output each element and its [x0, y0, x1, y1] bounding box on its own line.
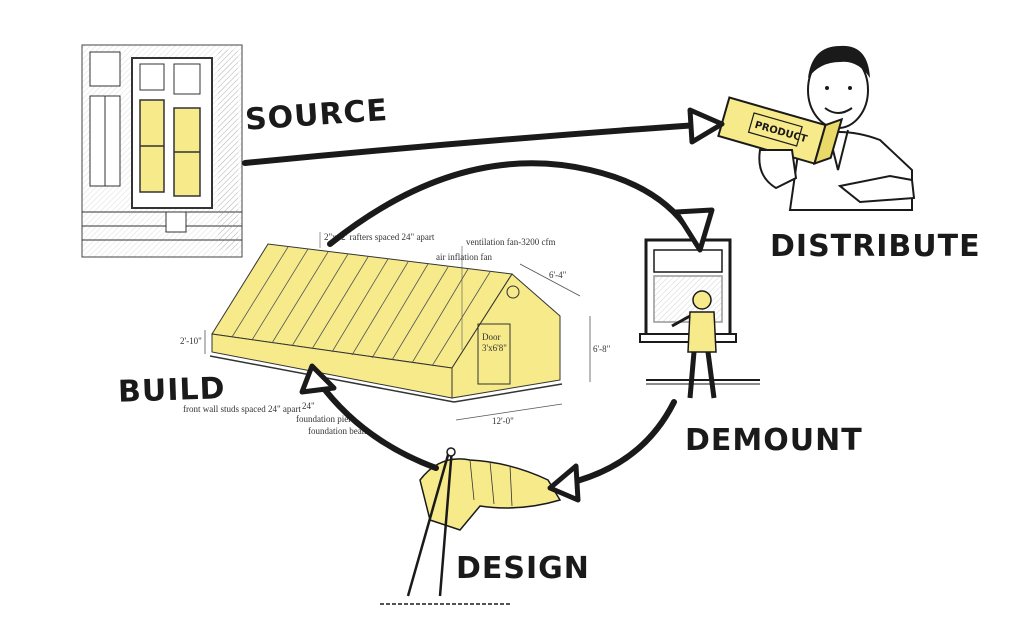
building-facade-illustration	[81, 44, 243, 258]
annotation-door-size: 3'x6'8"	[482, 343, 507, 353]
label-design: DESIGN	[456, 551, 590, 586]
annotation-dim-spacing: 24"	[302, 401, 315, 411]
arrowhead-distribute	[687, 107, 725, 145]
annotation-dim-width: 12'-0"	[492, 416, 514, 426]
annotation-foundation-pier: foundation pier	[296, 414, 351, 424]
annotation-inflation: air inflation fan	[436, 252, 492, 262]
annotation-studs: front wall studs spaced 24" apart	[183, 404, 301, 414]
arrow-loop-to-demount	[327, 160, 693, 247]
label-build: BUILD	[117, 371, 226, 410]
label-source: SOURCE	[244, 93, 389, 138]
arrowhead-design	[547, 463, 581, 503]
label-distribute: DISTRIBUTE	[770, 229, 981, 264]
salesman-illustration: PRODUCT	[717, 45, 916, 211]
cycle-arrows	[242, 107, 725, 503]
arrowhead-demount	[673, 207, 715, 253]
annotation-dim-height-right: 6'-8"	[593, 344, 611, 354]
annotation-foundation-beam: foundation beam	[308, 426, 369, 436]
arrowhead-build	[299, 363, 337, 395]
annotation-rafters: 2"x12' rafters spaced 24" apart	[324, 232, 435, 242]
boy-at-window-illustration	[639, 238, 760, 399]
hand-with-compass-illustration	[380, 447, 562, 605]
arrow-source-to-distribute	[242, 121, 715, 166]
product-box: PRODUCT	[717, 96, 844, 166]
arrow-design-to-build	[313, 375, 439, 471]
annotation-dim-top-right: 6'-4"	[549, 270, 567, 280]
annotation-dim-height-left: 2'-10"	[180, 336, 202, 346]
annotation-ventilation: ventilation fan-3200 cfm	[466, 237, 555, 247]
label-demount: DEMOUNT	[685, 423, 863, 458]
annotation-door: Door	[482, 332, 501, 342]
greenhouse-technical-drawing	[204, 232, 591, 421]
